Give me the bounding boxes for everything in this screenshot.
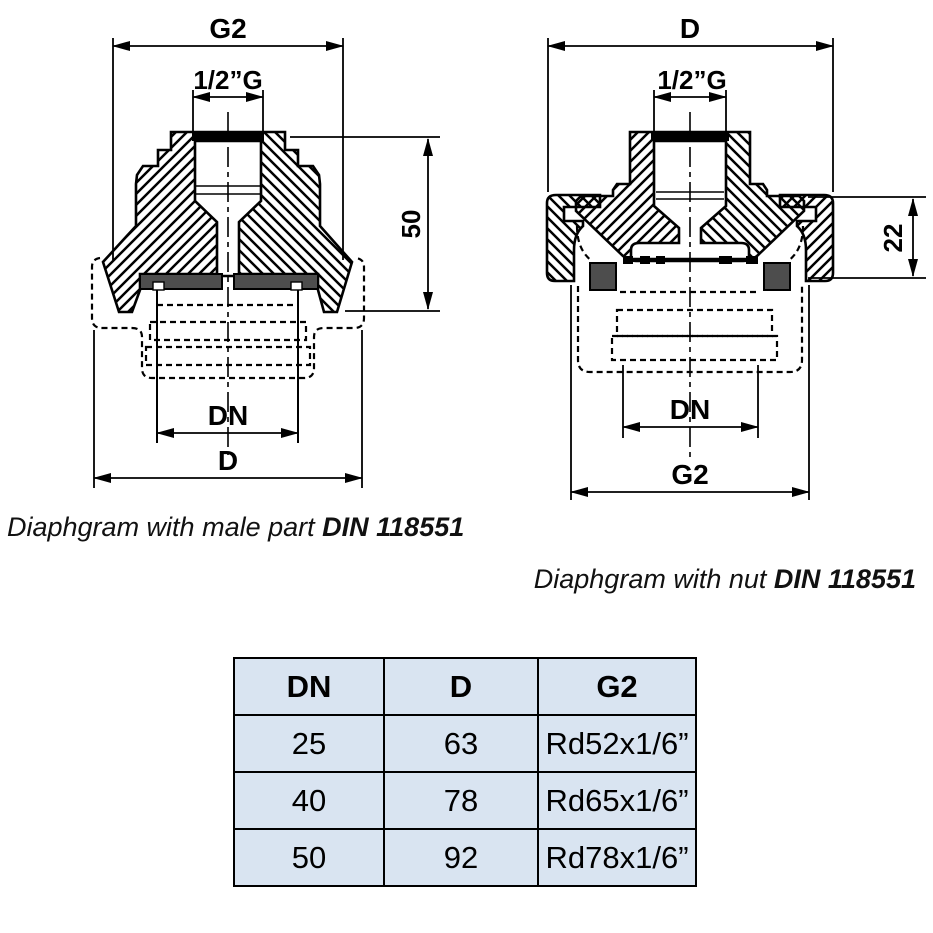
right-thread-marks xyxy=(623,256,758,264)
right-dim-thread: 1/2”G xyxy=(653,65,727,135)
left-drawing: G2 1/2”G 50 DN xyxy=(90,13,440,488)
right-dim-inner-label: DN xyxy=(670,394,710,425)
left-dim-height-label: 50 xyxy=(396,210,426,239)
left-diaphragm-band xyxy=(233,273,319,290)
right-dim-height-label: 22 xyxy=(878,224,908,253)
right-gasket-block xyxy=(589,262,617,291)
table-row: 25 63 Rd52x1/6” xyxy=(233,714,697,773)
table-cell-dn: 40 xyxy=(233,771,385,830)
table-cell-d: 63 xyxy=(383,714,539,773)
left-socket-opening xyxy=(192,131,264,141)
right-dim-top-width: D xyxy=(547,13,834,192)
table-header-row: DN D G2 xyxy=(233,657,697,716)
table-cell-d: 92 xyxy=(383,828,539,887)
caption-male-part-text: Diaphgram with male part xyxy=(7,512,315,542)
caption-nut-code: DIN 118551 xyxy=(773,564,916,594)
left-dim-top-width-label: G2 xyxy=(209,13,246,44)
table-cell-g2: Rd65x1/6” xyxy=(537,771,697,830)
table-cell-d: 78 xyxy=(383,771,539,830)
right-dim-top-width-label: D xyxy=(680,13,700,44)
right-dim-bottom-width-label: G2 xyxy=(671,459,708,490)
right-dim-inner: DN xyxy=(622,365,759,438)
caption-male-part: Diaphgram with male part DIN 118551 xyxy=(7,512,464,543)
right-dim-thread-label: 1/2”G xyxy=(657,65,726,95)
left-pipe-edges xyxy=(156,289,299,443)
left-dim-inner-label: DN xyxy=(208,400,248,431)
right-socket-opening xyxy=(651,131,729,141)
caption-male-part-code: DIN 118551 xyxy=(322,512,465,542)
left-dim-top-width: G2 xyxy=(112,13,344,260)
table-row: 40 78 Rd65x1/6” xyxy=(233,771,697,830)
technical-drawings: G2 1/2”G 50 DN xyxy=(90,13,926,500)
left-dim-inner: DN xyxy=(156,400,299,438)
right-drawing: D 1/2”G 22 DN xyxy=(545,13,926,500)
dimension-table: DN D G2 25 63 Rd52x1/6” 40 78 Rd65x1/6” … xyxy=(233,657,697,887)
table-cell-g2: Rd78x1/6” xyxy=(537,828,697,887)
left-dim-bottom-width-label: D xyxy=(218,445,238,476)
left-dim-thread-label: 1/2”G xyxy=(193,65,262,95)
table-cell-dn: 50 xyxy=(233,828,385,887)
right-gasket-block xyxy=(763,262,791,291)
caption-nut: Diaphgram with nut DIN 118551 xyxy=(534,564,916,595)
table-header-dn: DN xyxy=(233,657,385,716)
table-row: 50 92 Rd78x1/6” xyxy=(233,828,697,887)
left-dim-thread: 1/2”G xyxy=(192,65,264,135)
right-dim-bottom-width: G2 xyxy=(570,285,810,500)
right-dim-height: 22 xyxy=(808,196,926,279)
table-cell-g2: Rd52x1/6” xyxy=(537,714,697,773)
left-dim-height: 50 xyxy=(290,136,440,312)
table-header-g2: G2 xyxy=(537,657,697,716)
table-cell-dn: 25 xyxy=(233,714,385,773)
left-dim-bottom-width: D xyxy=(93,330,363,488)
caption-nut-text: Diaphgram with nut xyxy=(533,564,767,594)
table-header-d: D xyxy=(383,657,539,716)
